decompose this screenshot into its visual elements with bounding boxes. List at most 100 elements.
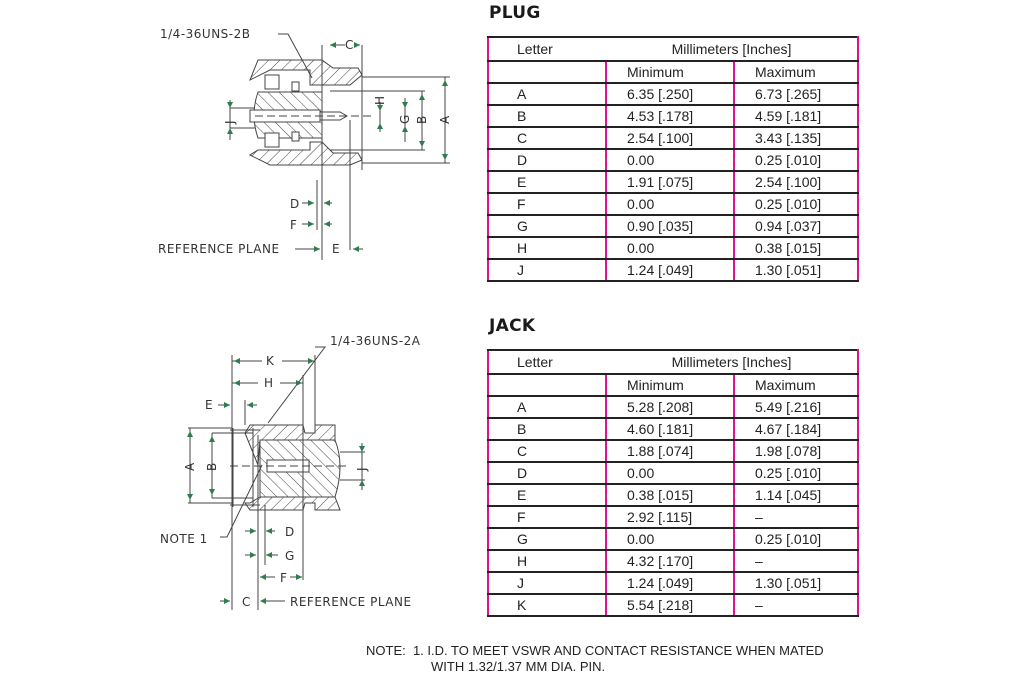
row-maximum: 6.73 [.265] [733,82,859,106]
jack-dim-f: F [280,571,287,585]
plug-thread-label: 1/4-36UNS-2B [160,27,251,41]
row-maximum: 1.14 [.045] [733,483,859,507]
row-maximum: 2.54 [.100] [733,170,859,194]
row-minimum: 2.54 [.100] [605,126,734,150]
row-letter: K [487,593,606,617]
row-maximum: 0.25 [.010] [733,148,859,172]
footnote: NOTE: 1. I.D. TO MEET VSWR AND CONTACT R… [366,643,824,675]
jack-dim-d: D [285,525,295,539]
row-letter: C [487,126,606,150]
plug-dim-b: B [415,115,429,124]
footnote-line-2: WITH 1.32/1.37 MM DIA. PIN. [431,659,606,674]
header-millimeters-inches: Millimeters [Inches] [606,36,859,62]
header-millimeters-inches: Millimeters [Inches] [606,349,859,375]
row-letter: J [487,571,606,595]
row-letter: D [487,148,606,172]
row-minimum: 0.00 [605,148,734,172]
header-minimum: Minimum [605,373,734,397]
plug-dim-g: G [398,114,412,124]
row-maximum: 5.49 [.216] [733,395,859,419]
row-maximum: 0.94 [.037] [733,214,859,238]
row-letter: F [487,505,606,529]
row-minimum: 0.38 [.015] [605,483,734,507]
jack-arrowheads [187,358,365,604]
row-minimum: 6.35 [.250] [605,82,734,106]
row-minimum: 0.00 [605,236,734,260]
row-maximum: 0.38 [.015] [733,236,859,260]
row-letter: J [487,258,606,282]
row-maximum: – [733,593,859,617]
table-header-row: Letter Millimeters [Inches] [487,36,859,62]
jack-title: JACK [489,316,536,336]
plug-diagram: 1/4-36UNS-2B REFERENCE PLANE C D F E A B… [150,20,470,270]
header-letter: Letter [487,349,606,375]
row-minimum: 4.53 [.178] [605,104,734,128]
row-maximum: 0.25 [.010] [733,527,859,551]
plug-reference-plane-label: REFERENCE PLANE [158,242,280,256]
row-maximum: 4.67 [.184] [733,417,859,441]
row-letter: E [487,483,606,507]
row-maximum: 4.59 [.181] [733,104,859,128]
row-minimum: 1.24 [.049] [605,571,734,595]
jack-thread-label: 1/4-36UNS-2A [330,334,421,348]
row-minimum: 0.00 [605,527,734,551]
row-letter: C [487,439,606,463]
row-maximum: 1.98 [.078] [733,439,859,463]
row-letter: E [487,170,606,194]
plug-arrowheads [227,42,448,252]
plug-body-bottom [248,141,363,166]
row-minimum: 2.92 [.115] [605,505,734,529]
jack-dim-b: B [205,462,219,471]
row-minimum: 1.88 [.074] [605,439,734,463]
plug-dimension-table: Letter Millimeters [Inches] Minimum Maxi… [487,36,859,282]
jack-dim-h: H [264,376,274,390]
table-subheader-row: Minimum Maximum [487,373,859,397]
row-minimum: 0.00 [605,461,734,485]
row-letter: D [487,461,606,485]
jack-dim-c: C [242,595,251,609]
jack-note-label: NOTE 1 [160,532,208,546]
header-maximum: Maximum [733,60,859,84]
row-minimum: 5.54 [.218] [605,593,734,617]
jack-dim-j: J [355,467,369,472]
row-maximum: – [733,549,859,573]
table-header-row: Letter Millimeters [Inches] [487,349,859,375]
jack-dim-g: G [285,549,295,563]
row-letter: H [487,236,606,260]
row-minimum: 0.90 [.035] [605,214,734,238]
footnote-line-1: NOTE: 1. I.D. TO MEET VSWR AND CONTACT R… [366,643,824,658]
row-letter: G [487,214,606,238]
plug-dim-d: D [290,197,300,211]
row-minimum: 1.91 [.075] [605,170,734,194]
jack-dim-a: A [183,462,197,471]
jack-dim-k: K [266,354,275,368]
row-maximum: 0.25 [.010] [733,192,859,216]
plug-title: PLUG [489,3,541,23]
row-letter: G [487,527,606,551]
row-minimum: 4.32 [.170] [605,549,734,573]
row-minimum: 0.00 [605,192,734,216]
row-letter: B [487,417,606,441]
header-maximum: Maximum [733,373,859,397]
row-letter: A [487,82,606,106]
jack-body-bottom [244,496,341,511]
row-minimum: 1.24 [.049] [605,258,734,282]
row-maximum: 3.43 [.135] [733,126,859,150]
row-minimum: 5.28 [.208] [605,395,734,419]
row-letter: A [487,395,606,419]
